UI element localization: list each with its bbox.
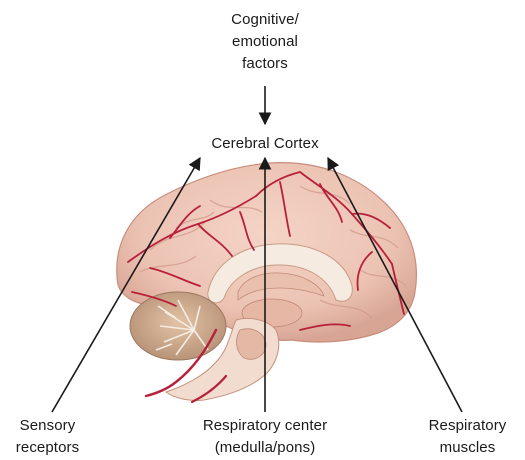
label-line: Cognitive/ [190,9,340,31]
label-line: (medulla/pons) [180,437,350,459]
label-line: Respiratory center [180,415,350,437]
label-cognitive-emotional-factors: Cognitive/ emotional factors [190,9,340,75]
label-respiratory-muscles: Respiratory muscles [410,415,525,459]
brain-illustration [117,163,417,402]
label-respiratory-center: Respiratory center (medulla/pons) [180,415,350,459]
label-line: Sensory [0,415,95,437]
label-line: receptors [0,437,95,459]
label-line: emotional [190,31,340,53]
label-sensory-receptors: Sensory receptors [0,415,95,459]
label-cerebral-cortex: Cerebral Cortex [180,133,350,155]
label-line: factors [190,53,340,75]
label-line: muscles [410,437,525,459]
label-line: Cerebral Cortex [180,133,350,155]
cerebellum [130,292,226,360]
label-line: Respiratory [410,415,525,437]
